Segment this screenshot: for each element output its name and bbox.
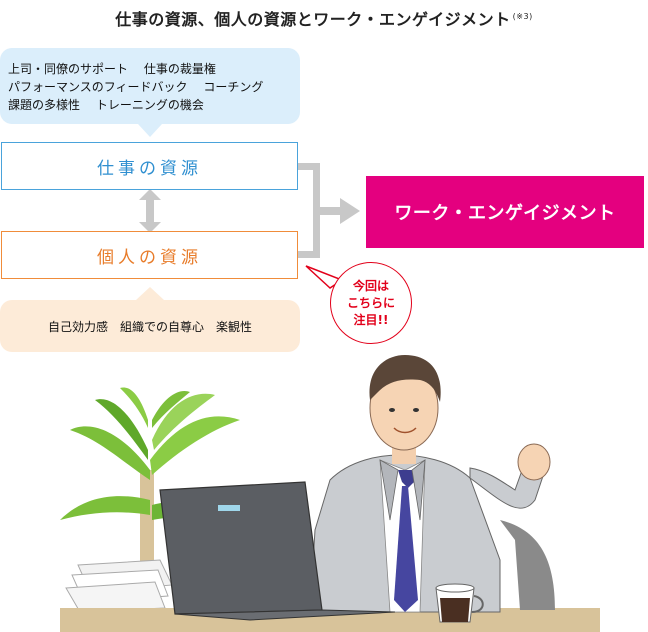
personal-resources-list: 自己効力感 組織での自尊心 楽観性 bbox=[47, 320, 252, 334]
job-resources-list: 上司・同僚のサポート 仕事の裁量権 パフォーマンスのフィードバック コーチング … bbox=[8, 60, 300, 114]
job-resources-box: 仕事の資源 bbox=[1, 142, 298, 190]
businessman-figure bbox=[309, 355, 551, 613]
title-note: (※3) bbox=[512, 11, 533, 21]
paper-stack-icon bbox=[65, 559, 173, 613]
callout-line: 注目!! bbox=[353, 312, 389, 327]
personal-resources-box: 個人の資源 bbox=[1, 231, 298, 279]
job-resources-item: パフォーマンスのフィードバック コーチング bbox=[8, 80, 264, 94]
callout-line: こちらに bbox=[346, 295, 395, 310]
work-engagement-label: ワーク・エンゲイジメント bbox=[394, 203, 616, 224]
laptop-icon bbox=[159, 481, 396, 621]
personal-resources-bubble bbox=[0, 300, 300, 352]
callout-bubble: 今回は こちらに 注目!! bbox=[330, 262, 412, 344]
title-text: 仕事の資源、個人の資源とワーク・エンゲイジメント bbox=[115, 10, 511, 29]
work-engagement-box: ワーク・エンゲイジメント bbox=[366, 176, 644, 248]
job-bubble-pointer bbox=[138, 124, 162, 137]
job-resources-item: 上司・同僚のサポート 仕事の裁量権 bbox=[8, 62, 216, 76]
job-resources-label: 仕事の資源 bbox=[97, 158, 202, 179]
coffee-cup-icon bbox=[435, 583, 484, 623]
callout-line: 今回は bbox=[352, 278, 389, 293]
personal-resources-label: 個人の資源 bbox=[97, 247, 202, 268]
office-chair-icon bbox=[500, 520, 555, 610]
engagement-connector bbox=[298, 163, 360, 258]
job-resources-bubble bbox=[0, 48, 300, 124]
job-resources-item: 課題の多様性 トレーニングの機会 bbox=[8, 98, 204, 112]
page-title: 仕事の資源、個人の資源とワーク・エンゲイジメント(※3) bbox=[0, 6, 648, 30]
personal-bubble-pointer bbox=[136, 287, 164, 300]
bidirectional-arrow-icon bbox=[139, 189, 161, 233]
